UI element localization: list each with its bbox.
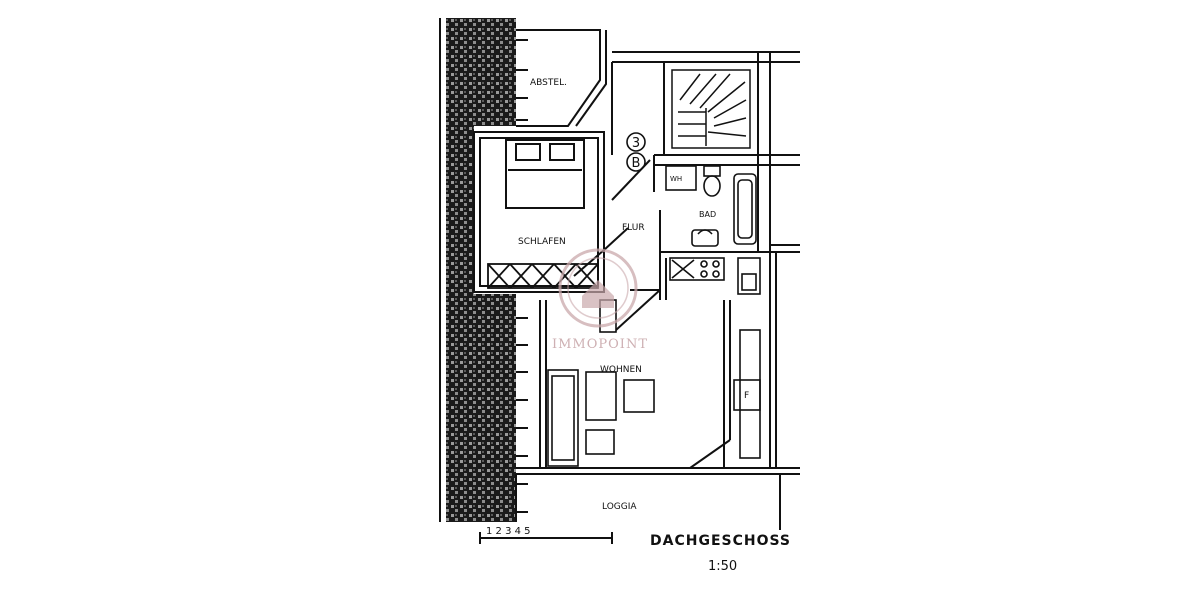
label-bad: BAD — [699, 210, 716, 219]
label-f: F — [744, 391, 749, 401]
label-loggia: LOGGIA — [602, 502, 637, 512]
label-flur: FLUR — [622, 223, 645, 233]
scale-bar: 1 2 3 4 5 — [479, 526, 613, 544]
kitchen — [669, 257, 761, 459]
exterior-wall-hatched — [439, 18, 516, 522]
wall-ticks — [516, 39, 528, 513]
watermark-text: IMMOPOINT — [552, 337, 648, 352]
house-icon — [582, 280, 614, 308]
label-wohnen: WOHNEN — [600, 365, 642, 375]
label-abstell: ABSTEL. — [530, 78, 567, 88]
walls — [473, 29, 800, 530]
watermark: IMMOPOINT — [552, 248, 648, 352]
label-schlafen: SCHLAFEN — [518, 237, 566, 247]
wardrobe — [487, 263, 599, 289]
staircase — [671, 69, 751, 149]
scale-label: 1:50 — [708, 559, 737, 574]
marker-3: 3 — [632, 136, 640, 151]
room-labels: ABSTEL. SCHLAFEN FLUR BAD WH WOHNEN LOGG… — [518, 78, 749, 512]
scalebar-numbers: 1 2 3 4 5 — [486, 526, 531, 537]
bed — [505, 139, 585, 209]
marker-b: B — [632, 156, 641, 171]
label-wh: WH — [670, 175, 682, 183]
floor-label: DACHGESCHOSS — [650, 533, 791, 549]
bathroom-fixtures — [665, 165, 757, 247]
markers: 3 B — [626, 132, 646, 172]
